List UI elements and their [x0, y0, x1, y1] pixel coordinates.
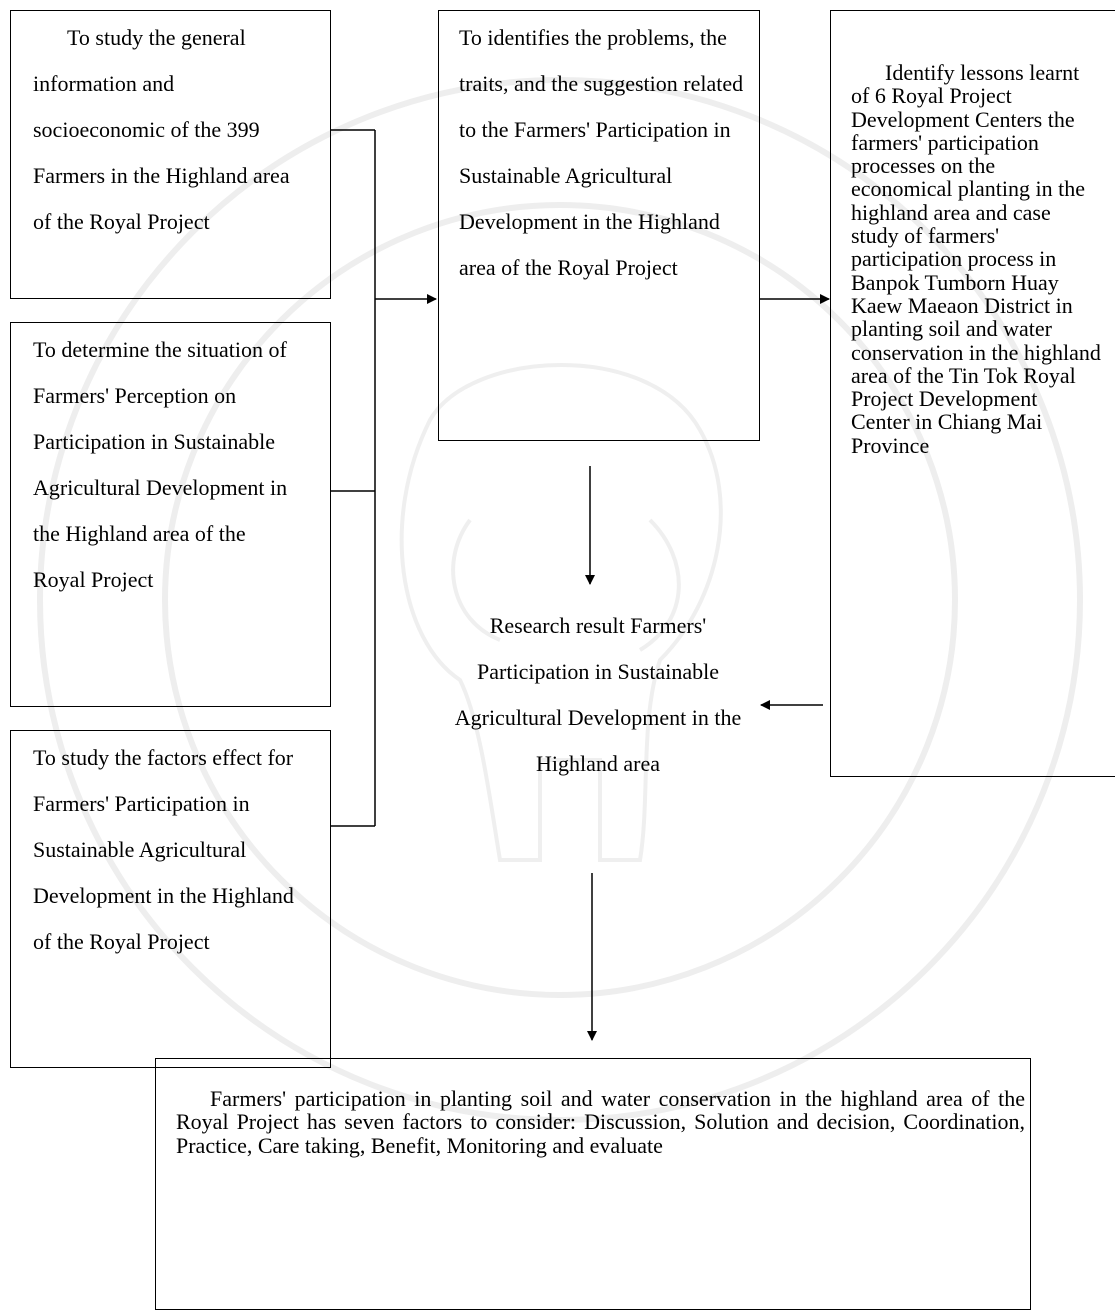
- objective-box-perception: [10, 322, 331, 707]
- problems-traits-text: To identifies the problems, the traits, …: [459, 25, 744, 280]
- objective-text-general-info: To study the general information and soc…: [33, 25, 290, 234]
- lessons-learnt-box: [830, 10, 1115, 777]
- conclusion-text: Farmers' participation in planting soil …: [176, 1086, 1025, 1158]
- objective-box-general-info: [10, 10, 331, 299]
- research-result-text: Research result Farmers' Participation i…: [454, 613, 742, 776]
- objective-text-perception: To determine the situation of Farmers' P…: [33, 337, 288, 592]
- objective-text-factors: To study the factors effect for Farmers'…: [33, 745, 294, 954]
- problems-traits-box: [438, 10, 760, 441]
- objective-box-factors: [10, 730, 331, 1068]
- lessons-learnt-text: Identify lessons learnt of 6 Royal Proje…: [851, 60, 1101, 458]
